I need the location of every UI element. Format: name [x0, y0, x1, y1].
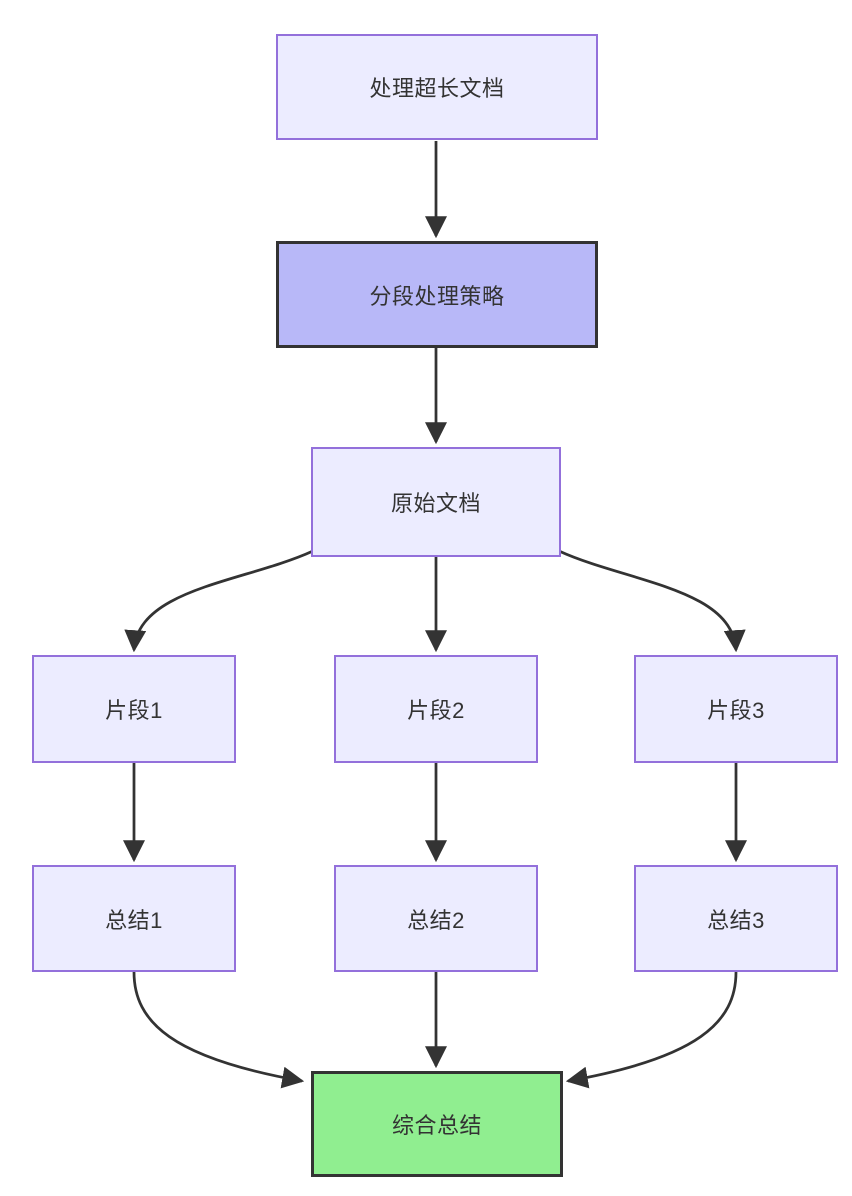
- node-fragment-1-label: 片段1: [105, 698, 163, 723]
- node-segmented-processing-strategy: 分段处理策略: [276, 241, 598, 348]
- node-fragment-3-label: 片段3: [707, 698, 765, 723]
- node-summary-3-label: 总结3: [707, 907, 765, 933]
- node-summary-1-label: 总结1: [105, 907, 163, 933]
- node-handle-long-document-label: 处理超长文档: [369, 76, 505, 101]
- edge-original-document-to-fragment-3: [558, 549, 746, 653]
- node-overall-summary: 综合总结: [311, 1071, 563, 1177]
- node-fragment-2-label: 片段2: [407, 698, 465, 723]
- node-fragment-3: 片段3: [634, 655, 838, 763]
- node-original-document: 原始文档: [311, 447, 561, 557]
- node-summary-1: 总结1: [32, 865, 236, 972]
- node-segmented-processing-strategy-label: 分段处理策略: [369, 283, 505, 309]
- node-fragment-1: 片段1: [32, 655, 236, 763]
- node-summary-3: 总结3: [634, 865, 838, 972]
- node-fragment-2: 片段2: [334, 655, 538, 763]
- edge-original-document-to-fragment-1: [124, 549, 314, 653]
- node-original-document-label: 原始文档: [390, 491, 481, 516]
- edge-summary-3-to-overall-summary: [565, 971, 738, 1089]
- node-summary-2-label: 总结2: [407, 907, 465, 933]
- node-handle-long-document: 处理超长文档: [276, 34, 598, 140]
- edge-summary-1-to-overall-summary: [132, 971, 305, 1089]
- node-summary-2: 总结2: [334, 865, 538, 972]
- node-overall-summary-label: 综合总结: [391, 1113, 482, 1138]
